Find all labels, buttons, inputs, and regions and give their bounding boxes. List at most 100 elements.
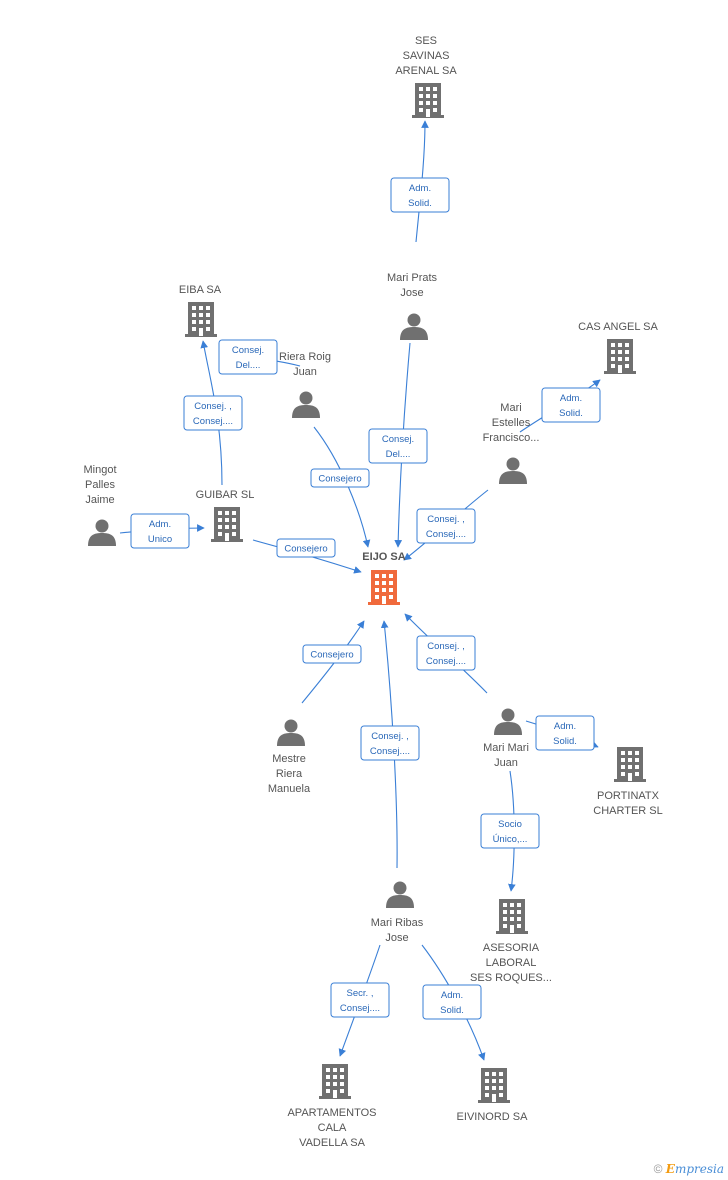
node-label[interactable]: Riera Roig — [279, 351, 331, 363]
node-asesoria[interactable]: ASESORIA LABORAL SES ROQUES... — [470, 899, 552, 984]
edge-label-box[interactable] — [368, 428, 428, 464]
edge-label-box[interactable] — [480, 813, 540, 849]
building-icon[interactable] — [478, 1068, 510, 1103]
edge-label-box[interactable] — [302, 644, 362, 664]
edge-label-box[interactable] — [541, 387, 601, 423]
edge-label-box[interactable] — [218, 339, 278, 375]
node-mari-estelles[interactable]: MariEstellesFrancisco... — [483, 402, 540, 484]
node-eijo[interactable]: EIJO SA — [362, 551, 406, 605]
node-label[interactable]: SES ROQUES... — [470, 972, 552, 984]
node-label[interactable]: ARENAL SA — [395, 65, 457, 77]
node-label[interactable]: Mari Ribas — [371, 917, 424, 929]
building-icon[interactable] — [412, 83, 444, 118]
node-label[interactable]: Estelles — [492, 417, 531, 429]
node-label[interactable]: Juan — [293, 366, 317, 378]
edge-label-box[interactable] — [422, 984, 482, 1020]
node-label[interactable]: CAS ANGEL SA — [578, 321, 658, 333]
edge-label-box[interactable] — [360, 725, 420, 761]
node-ses-savinas[interactable]: SES SAVINAS ARENAL SA — [395, 35, 457, 118]
node-eiba[interactable]: EIBA SA — [179, 284, 222, 337]
edge-e13[interactable]: Adm.Solid. — [525, 715, 599, 751]
edge-e12[interactable]: Consej. ,Consej.... — [404, 613, 488, 694]
node-label[interactable]: Palles — [85, 479, 115, 491]
node-label[interactable]: Mestre — [272, 753, 306, 765]
node-label[interactable]: Jaime — [85, 494, 114, 506]
building-icon[interactable] — [614, 747, 646, 782]
node-label[interactable]: Manuela — [268, 783, 311, 795]
edge-label-text: Adm. — [441, 990, 463, 1001]
node-eivinord[interactable]: EIVINORD SA — [457, 1068, 529, 1123]
edge-label-box[interactable] — [130, 513, 190, 549]
edge-e8[interactable]: Adm.Unico — [119, 513, 205, 549]
node-label[interactable]: CALA — [318, 1122, 347, 1134]
edge-e16[interactable]: Adm.Solid. — [421, 944, 486, 1061]
person-icon[interactable] — [386, 881, 414, 909]
node-label[interactable]: GUIBAR SL — [196, 489, 255, 501]
empresia-logo[interactable]: Empresia — [666, 1162, 724, 1176]
building-icon[interactable] — [604, 339, 636, 374]
node-label[interactable]: SES — [415, 35, 437, 47]
person-icon[interactable] — [400, 313, 428, 341]
edge-e6[interactable]: Adm.Solid. — [519, 379, 601, 433]
edge-e5[interactable]: Consejero — [310, 426, 371, 548]
node-label[interactable]: Mari — [500, 402, 521, 414]
edge-e3[interactable]: Consej.Del.... — [368, 342, 428, 548]
edge-label-box[interactable] — [416, 635, 476, 671]
node-label[interactable]: PORTINATX — [597, 790, 660, 802]
building-icon[interactable] — [368, 570, 400, 605]
node-label[interactable]: SAVINAS — [403, 50, 450, 62]
edge-label-box[interactable] — [390, 177, 450, 213]
person-icon[interactable] — [499, 457, 527, 485]
node-label[interactable]: Francisco... — [483, 432, 540, 444]
node-label[interactable]: Mingot — [83, 464, 116, 476]
edge-e10[interactable]: Consejero — [301, 620, 365, 704]
edge-label-box[interactable] — [535, 715, 595, 751]
node-label[interactable]: Jose — [385, 932, 408, 944]
person-icon[interactable] — [292, 391, 320, 419]
node-label[interactable]: Riera — [276, 768, 303, 780]
edge-e1[interactable]: Adm.Solid. — [390, 120, 450, 243]
person-icon[interactable] — [88, 519, 116, 547]
person-icon[interactable] — [277, 719, 305, 747]
building-icon[interactable] — [319, 1064, 351, 1099]
node-portinatx[interactable]: PORTINATX CHARTER SL — [593, 747, 663, 817]
node-label[interactable]: Jose — [400, 287, 423, 299]
edge-e14[interactable]: SocioÚnico,... — [480, 770, 540, 892]
node-label[interactable]: EIJO SA — [362, 551, 405, 563]
edge-e4[interactable]: Consej. ,Consej.... — [183, 340, 243, 486]
edge-e7[interactable]: Consej. ,Consej.... — [403, 489, 489, 561]
edge-e15[interactable]: Secr. ,Consej.... — [330, 944, 390, 1057]
building-icon[interactable] — [496, 899, 528, 934]
node-label[interactable]: Mari Prats — [387, 272, 438, 284]
node-label[interactable]: Mari Mari — [483, 742, 529, 754]
edge-e2[interactable]: Consej.Del.... — [218, 339, 301, 375]
edge-label-box[interactable] — [276, 538, 336, 558]
building-icon[interactable] — [211, 507, 243, 542]
edge-label-box[interactable] — [416, 508, 476, 544]
node-label[interactable]: CHARTER SL — [593, 805, 662, 817]
node-apartamentos[interactable]: APARTAMENTOS CALA VADELLA SA — [287, 1064, 377, 1149]
building-icon[interactable] — [185, 302, 217, 337]
node-label[interactable]: Juan — [494, 757, 518, 769]
person-icon[interactable] — [494, 708, 522, 736]
edge-e9[interactable]: Consejero — [252, 538, 362, 574]
edge-label-box[interactable] — [183, 395, 243, 431]
node-label[interactable]: EIBA SA — [179, 284, 222, 296]
edge-label-text: Consej.... — [426, 656, 466, 667]
node-cas-angel[interactable]: CAS ANGEL SA — [578, 321, 658, 374]
node-label[interactable]: EIVINORD SA — [457, 1111, 529, 1123]
edge-label-box[interactable] — [310, 468, 370, 488]
edge-e11[interactable]: Consej. ,Consej.... — [360, 620, 420, 869]
edge-label-box[interactable] — [330, 982, 390, 1018]
node-label[interactable]: VADELLA SA — [299, 1137, 365, 1149]
node-label[interactable]: ASESORIA — [483, 942, 540, 954]
node-guibar[interactable]: GUIBAR SL — [196, 489, 255, 542]
node-label[interactable]: APARTAMENTOS — [287, 1107, 376, 1119]
node-label[interactable]: LABORAL — [486, 957, 537, 969]
